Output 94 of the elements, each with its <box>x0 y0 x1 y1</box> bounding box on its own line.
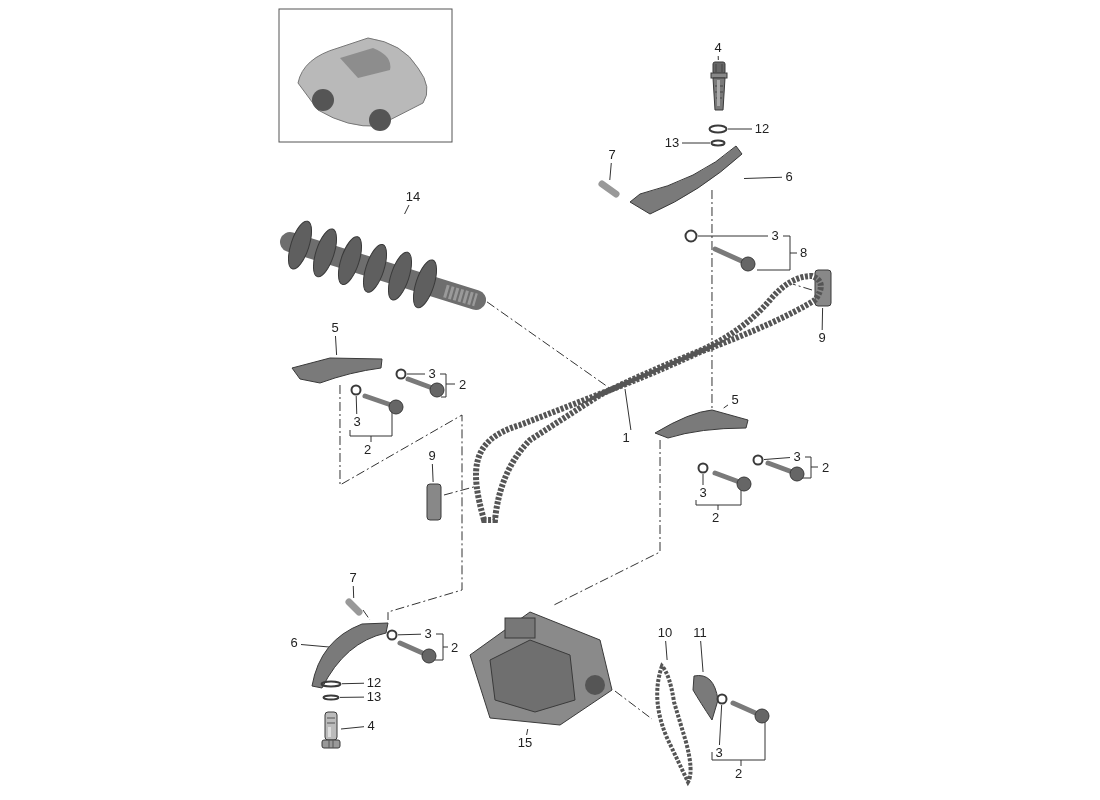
callout-number: 3 <box>425 366 439 382</box>
leader-line <box>821 307 824 331</box>
callout-number: 2 <box>712 510 720 526</box>
callout-number: 12 <box>752 121 772 137</box>
leader-line <box>624 388 632 431</box>
leader-line <box>352 585 355 599</box>
leader-line <box>404 204 410 215</box>
leader-line <box>665 640 668 661</box>
callout-number: 13 <box>662 135 682 151</box>
callout-number: 2 <box>459 377 467 393</box>
slide-pad-drawing <box>424 482 444 522</box>
washer-drawing <box>350 384 362 396</box>
callout-number: 7 <box>605 147 619 163</box>
callout-number: 2 <box>735 766 743 782</box>
assembly-centerline <box>792 283 813 291</box>
callout-number: 3 <box>768 228 782 244</box>
assembly-centerline <box>553 439 661 606</box>
leader-line <box>341 682 365 685</box>
assembly-centerline <box>711 189 713 411</box>
callout-number: 3 <box>712 745 726 761</box>
leader-line <box>397 633 422 636</box>
pin-drawing <box>598 180 620 198</box>
callout-number: 3 <box>350 414 364 430</box>
bolt-drawing <box>712 470 752 492</box>
washer-drawing <box>320 680 342 688</box>
callout-number: 3 <box>790 449 804 465</box>
leader-line <box>702 473 704 486</box>
callout-number: 9 <box>425 448 439 464</box>
washer-drawing <box>322 694 340 701</box>
car-drawing <box>278 8 453 143</box>
bolt-drawing <box>712 246 756 272</box>
washer-drawing <box>684 229 698 243</box>
callout-number: 11 <box>689 625 711 641</box>
callout-number: 7 <box>346 570 360 586</box>
washer-drawing <box>386 629 398 641</box>
leader-line <box>609 162 612 181</box>
leader-line <box>335 335 338 356</box>
leader-line <box>727 128 753 130</box>
leader-line <box>526 728 529 736</box>
leader-line <box>700 640 704 673</box>
callout-number: 6 <box>287 635 301 651</box>
leader-line <box>717 55 719 61</box>
chain-guide-drawing <box>290 355 385 385</box>
washer-drawing <box>697 462 709 474</box>
callout-number: 5 <box>328 320 342 336</box>
callout-number: 10 <box>654 625 676 641</box>
washer-drawing <box>708 124 728 134</box>
leader-line <box>406 373 426 375</box>
leader-line <box>718 704 723 746</box>
leader-line <box>697 235 769 237</box>
leader-line <box>763 457 791 461</box>
assembly-centerline <box>362 609 371 621</box>
callout-number: 12 <box>364 675 384 691</box>
washer-drawing <box>395 368 407 380</box>
washer-drawing <box>752 454 764 466</box>
callout-number: 15 <box>514 735 536 751</box>
leader-line <box>431 463 434 483</box>
callout-number: 2 <box>364 442 372 458</box>
callout-number: 9 <box>815 330 829 346</box>
assembly-centerline <box>339 384 463 621</box>
leader-line <box>723 404 729 409</box>
bolt-drawing <box>765 460 805 482</box>
bolt-drawing <box>362 393 404 415</box>
bolt-drawing <box>321 710 341 750</box>
callout-number: 1 <box>619 430 633 446</box>
callout-number: 3 <box>696 485 710 501</box>
leader-line <box>681 142 711 144</box>
chain-guide-drawing <box>652 408 750 440</box>
leader-line <box>300 644 330 648</box>
leader-line <box>743 176 783 180</box>
callout-number: 13 <box>364 689 384 705</box>
bolt-drawing <box>709 60 729 112</box>
callout-number: 2 <box>451 640 459 656</box>
pin-drawing <box>345 598 363 616</box>
callout-number: 3 <box>421 626 435 642</box>
assembly-centerline <box>614 690 653 720</box>
callout-number: 5 <box>728 392 742 408</box>
callout-number: 2 <box>822 460 830 476</box>
leader-line <box>339 696 365 698</box>
callout-number: 14 <box>402 189 424 205</box>
assembly-centerline <box>443 486 475 496</box>
washer-drawing <box>710 139 726 147</box>
leader-line <box>355 395 358 415</box>
callout-number: 4 <box>364 718 378 734</box>
bolt-drawing <box>397 640 437 664</box>
bolt-drawing <box>405 376 445 398</box>
washer-drawing <box>716 693 728 705</box>
bolt-drawing <box>730 700 770 724</box>
chain-guide-drawing <box>310 620 390 690</box>
callout-number: 4 <box>711 40 725 56</box>
leader-line <box>340 726 365 730</box>
callout-number: 8 <box>800 245 808 261</box>
callout-number: 6 <box>782 169 796 185</box>
tensioner-drawing <box>690 672 720 722</box>
